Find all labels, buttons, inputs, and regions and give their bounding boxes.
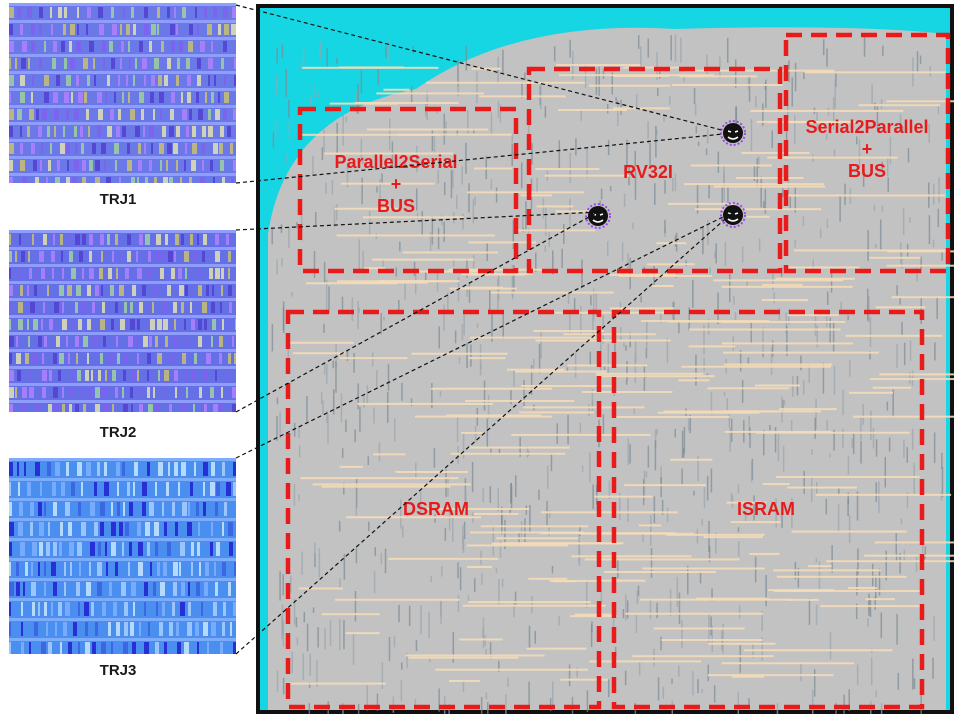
chip-layout-image (256, 4, 962, 719)
devil-face-icon (585, 203, 611, 229)
p2s-line2: + (390, 174, 402, 194)
chip-layout: Parallel2Serial + BUS RV32I Serial2Paral… (256, 4, 962, 719)
trj1-label: TRJ1 (99, 191, 137, 208)
trj1-layout-image (9, 3, 236, 183)
trj2-label: TRJ2 (99, 424, 137, 441)
s2p-block-outline (783, 32, 951, 274)
dsram-block-label: DSRAM (403, 499, 469, 519)
s2p-line1: Serial2Parallel (805, 117, 929, 137)
trj3-thumbnail (9, 458, 236, 654)
devil-face-icon (720, 120, 746, 146)
s2p-block-label: Serial2Parallel + BUS (786, 116, 948, 182)
thumb-texture (9, 230, 236, 412)
thumb-texture (9, 3, 236, 183)
trj3-label: TRJ3 (99, 662, 137, 679)
trj2-layout-image (9, 230, 236, 412)
s2p-line3: BUS (847, 161, 886, 181)
p2s-block-label: Parallel2Serial + BUS (316, 151, 476, 217)
trj2-thumbnail (9, 230, 236, 412)
isram-block-label: ISRAM (737, 499, 795, 519)
rv32i-block-label: RV32I (623, 162, 673, 182)
p2s-line3: BUS (376, 196, 415, 216)
devil-face-icon (720, 202, 746, 228)
p2s-line1: Parallel2Serial (334, 152, 458, 172)
trj3-layout-image (9, 458, 236, 654)
trj1-thumbnail (9, 3, 236, 183)
s2p-line2: + (861, 139, 873, 159)
thumb-texture (9, 458, 236, 654)
